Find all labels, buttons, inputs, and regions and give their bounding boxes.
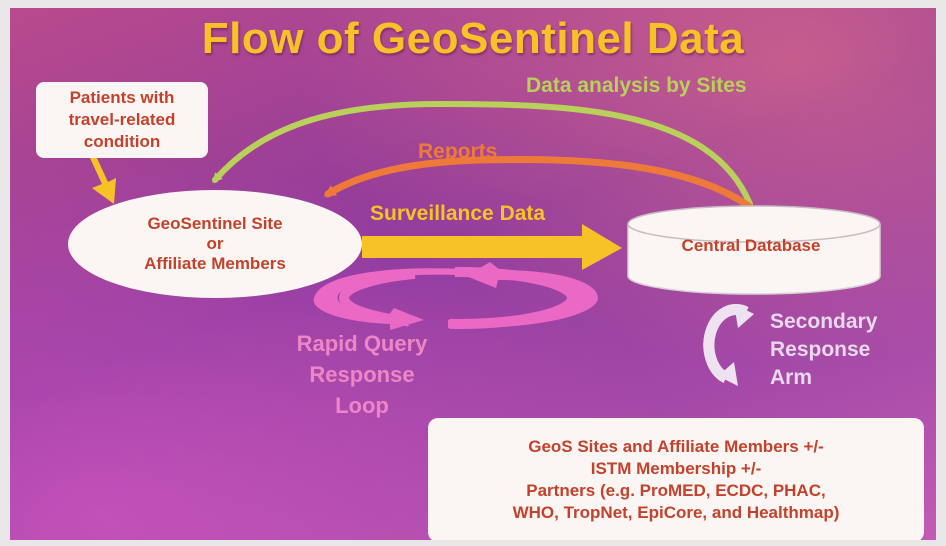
patients-box: Patients with travel-related condition <box>36 82 208 158</box>
secondary-response-arm-icon <box>703 304 749 383</box>
patients-to-site-arrow <box>90 156 116 204</box>
reports-arrow <box>323 156 758 214</box>
secondary-line-3: Arm <box>770 366 813 389</box>
patients-line-2: travel-related <box>68 110 176 129</box>
secondary-arm-arrowhead-bottom <box>718 362 738 386</box>
rapid-line-1: Rapid Query <box>296 331 428 356</box>
partners-box: GeoS Sites and Affiliate Members +/- IST… <box>428 418 924 540</box>
surveillance-data-label: Surveillance Data <box>370 202 546 225</box>
surveillance-arrow <box>362 224 622 270</box>
slide: Flow of GeoSentinel Data Patients with t… <box>10 8 936 540</box>
central-database-label: Central Database <box>681 236 821 255</box>
site-line-1: GeoSentinel Site <box>147 214 283 233</box>
patients-line-3: condition <box>83 132 161 151</box>
data-analysis-label: Data analysis by Sites <box>526 74 747 97</box>
partners-line-1: GeoS Sites and Affiliate Members +/- <box>528 437 824 456</box>
central-database-cylinder <box>627 205 881 295</box>
rapid-line-2: Response <box>309 362 415 387</box>
secondary-line-2: Response <box>770 338 871 361</box>
secondary-line-1: Secondary <box>770 310 878 333</box>
reports-label: Reports <box>418 140 498 163</box>
secondary-response-label: Secondary Response Arm <box>770 308 877 392</box>
rapid-line-3: Loop <box>335 393 389 418</box>
partners-line-4: WHO, TropNet, EpiCore, and Healthmap) <box>512 503 840 522</box>
rapid-query-loop-icon <box>313 262 598 330</box>
geosentinel-site-node: GeoSentinel Site or Affiliate Members <box>68 190 362 298</box>
site-line-2: or <box>206 234 224 253</box>
partners-line-3: Partners (e.g. ProMED, ECDC, PHAC, <box>526 481 826 500</box>
rapid-query-label: Rapid Query Response Loop <box>274 328 450 421</box>
page-title: Flow of GeoSentinel Data <box>201 14 745 63</box>
secondary-arm-arrowhead-top <box>734 304 754 328</box>
partners-line-2: ISTM Membership +/- <box>590 459 762 478</box>
site-line-3: Affiliate Members <box>144 254 286 273</box>
flow-arrows <box>90 100 881 386</box>
data-analysis-arrow <box>212 100 753 207</box>
patients-line-1: Patients with <box>69 88 175 107</box>
